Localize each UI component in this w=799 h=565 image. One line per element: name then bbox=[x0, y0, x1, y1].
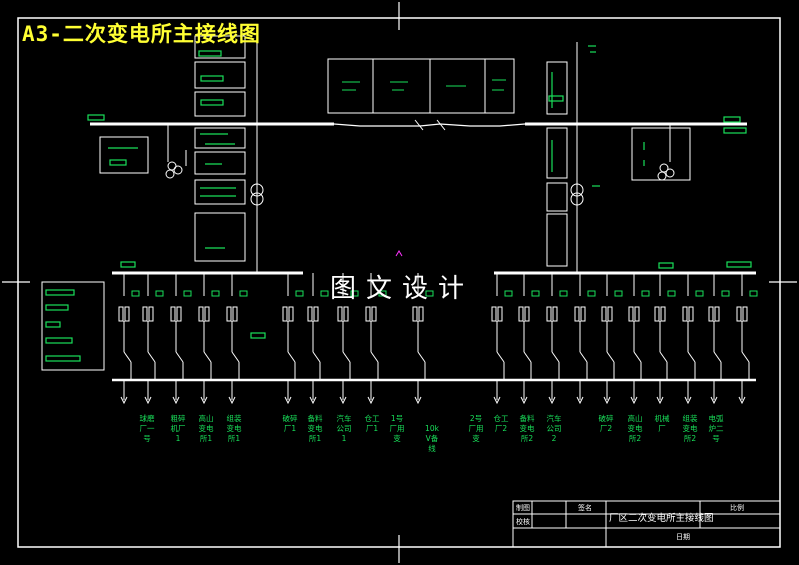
watermark-text: 图文设计 bbox=[330, 274, 475, 304]
feeder-label: 破碎厂2 bbox=[598, 414, 614, 433]
bay-tag bbox=[749, 290, 758, 297]
feeder-bay bbox=[198, 273, 212, 405]
bay-tag bbox=[131, 290, 140, 297]
feeder-label: 仓工厂1 bbox=[364, 414, 380, 433]
feeder-bay bbox=[307, 273, 321, 405]
title-block-designer: 签名 bbox=[578, 504, 592, 512]
feeder-bay bbox=[682, 273, 696, 405]
title-block-date: 日期 bbox=[676, 533, 690, 541]
feeder-bay bbox=[365, 273, 379, 405]
feeder-label: 汽车公司2 bbox=[546, 414, 562, 443]
title-block-drawn: 制图 bbox=[516, 504, 530, 512]
left-equipment-labels bbox=[87, 50, 236, 249]
feeder-label: 2号厂用变 bbox=[468, 414, 484, 443]
bay-tag bbox=[667, 290, 676, 297]
bay-tag bbox=[295, 290, 304, 297]
feeder-bay bbox=[170, 273, 184, 405]
feeder-bay bbox=[412, 273, 426, 405]
bay-tag bbox=[531, 290, 540, 297]
feeder-label: 10kV备线 bbox=[425, 424, 439, 453]
feeder-label: 备料变电所2 bbox=[519, 414, 535, 443]
bay-tag bbox=[211, 290, 220, 297]
title-block-drawing-name: 厂区二次变电所主接线图 bbox=[609, 513, 714, 524]
feeder-label: 仓工厂2 bbox=[493, 414, 509, 433]
feeder-bay bbox=[491, 273, 505, 405]
feeder-label: 粗碎机厂1 bbox=[170, 414, 186, 443]
feeder-bay bbox=[601, 273, 615, 405]
title-block-checked: 校核 bbox=[516, 518, 530, 526]
feeder-label: 高山变电所2 bbox=[627, 414, 643, 443]
feeder-label: 组装变电所2 bbox=[682, 414, 698, 443]
title-block bbox=[512, 500, 781, 548]
feeder-bay bbox=[118, 273, 132, 405]
bay-tag bbox=[378, 290, 387, 297]
feeder-label: 球磨厂一号 bbox=[139, 414, 155, 443]
bus-tags bbox=[120, 261, 752, 339]
feeder-bay bbox=[628, 273, 642, 405]
right-incoming-equipment bbox=[546, 42, 691, 272]
bay-tag bbox=[155, 290, 164, 297]
feeder-label: 破碎厂1 bbox=[282, 414, 298, 433]
feeder-bays bbox=[118, 273, 758, 405]
right-equipment-labels bbox=[548, 45, 747, 187]
bay-tag bbox=[183, 290, 192, 297]
feeder-bay bbox=[654, 273, 668, 405]
feeder-bay bbox=[337, 273, 351, 405]
bay-tag bbox=[695, 290, 704, 297]
feeder-bay bbox=[546, 273, 560, 405]
title-block-scale: 比例 bbox=[730, 504, 744, 512]
feeder-bay bbox=[518, 273, 532, 405]
feeder-label: 机械厂 bbox=[654, 414, 670, 433]
feeder-label: 组装变电所1 bbox=[226, 414, 242, 443]
feeder-label: 汽车公司1 bbox=[336, 414, 352, 443]
left-incoming-equipment bbox=[99, 35, 264, 272]
left-side-panels bbox=[41, 281, 105, 371]
feeder-bay bbox=[574, 273, 588, 405]
bay-tag bbox=[641, 290, 650, 297]
feeder-label: 备料变电所1 bbox=[307, 414, 323, 443]
feeder-bay bbox=[736, 273, 750, 405]
top-panels bbox=[327, 58, 515, 114]
drawing-title: A3-二次变电所主接线图 bbox=[22, 22, 261, 46]
feeder-bay bbox=[708, 273, 722, 405]
origin-marker bbox=[395, 250, 403, 257]
feeder-label: 电弧炉二号 bbox=[708, 414, 724, 443]
bay-tag bbox=[614, 290, 623, 297]
bay-tag bbox=[350, 290, 359, 297]
bay-tag bbox=[504, 290, 513, 297]
top-panel-marks bbox=[342, 79, 506, 91]
bay-tag bbox=[320, 290, 329, 297]
feeder-bay bbox=[142, 273, 156, 405]
bay-tag bbox=[425, 290, 434, 297]
feeder-bay bbox=[226, 273, 240, 405]
feeder-bay bbox=[282, 273, 296, 405]
bay-tag bbox=[721, 290, 730, 297]
feeder-label: 高山变电所1 bbox=[198, 414, 214, 443]
high-voltage-bus bbox=[90, 119, 747, 131]
bay-tag bbox=[559, 290, 568, 297]
bay-tag bbox=[587, 290, 596, 297]
low-voltage-bus bbox=[112, 271, 756, 382]
feeder-label: 1号厂用变 bbox=[389, 414, 405, 443]
bay-tag bbox=[239, 290, 248, 297]
